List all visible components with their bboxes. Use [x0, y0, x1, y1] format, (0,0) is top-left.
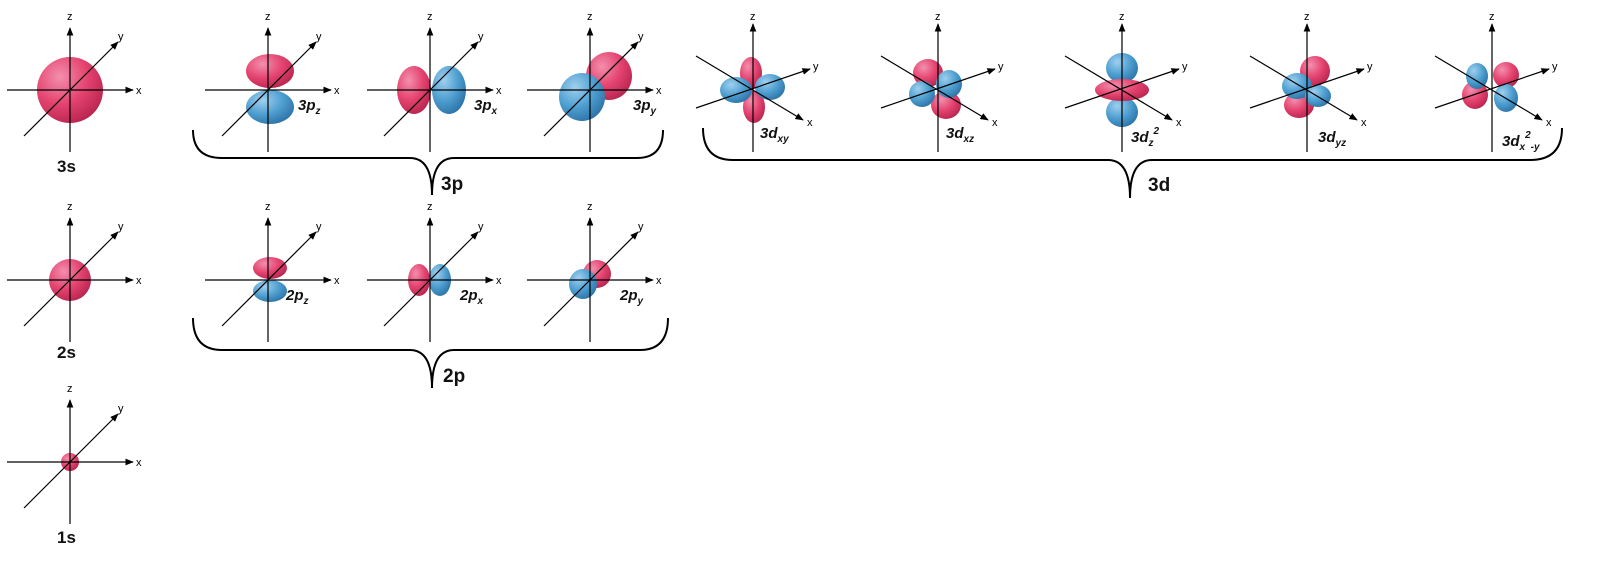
y-axis — [1434, 68, 1550, 109]
y-axis — [23, 231, 119, 327]
x-axis-label: x — [992, 117, 998, 129]
x-axis — [880, 55, 989, 121]
orbital-3pz — [246, 54, 294, 124]
y-axis — [23, 41, 119, 137]
brace-3d — [702, 127, 1563, 199]
z-axis-label: z — [587, 11, 593, 23]
y-axis-label: y — [316, 31, 322, 43]
group-label-2p: 2p — [443, 366, 465, 387]
label-3py: 3py — [633, 97, 657, 117]
y-axis — [1064, 68, 1180, 109]
y-axis — [880, 68, 996, 109]
z-axis-label: z — [265, 201, 271, 213]
group-label-3p: 3p — [441, 174, 463, 195]
z-axis-label: z — [1489, 11, 1495, 23]
x-axis-label: x — [334, 85, 340, 97]
x-axis — [1434, 55, 1543, 121]
z-axis-label: z — [1119, 11, 1125, 23]
x-axis-label: x — [656, 275, 662, 287]
y-axis-label: y — [1182, 61, 1188, 73]
z-axis-label: z — [265, 11, 271, 23]
group-labels: 3p 2p 3d — [441, 174, 1170, 387]
y-axis-label: y — [478, 31, 484, 43]
z-axis-label: z — [1304, 11, 1310, 23]
orbital-3dxy — [720, 57, 785, 123]
x-axis-label: x — [496, 85, 502, 97]
y-axis-label: y — [118, 221, 124, 233]
y-axis — [383, 41, 479, 137]
y-axis-label: y — [813, 61, 819, 73]
braces — [192, 127, 1563, 389]
orbital-2pz — [253, 257, 287, 302]
y-axis-label: y — [1552, 61, 1558, 73]
orbital-shape — [246, 54, 294, 124]
x-axis — [695, 55, 804, 121]
y-axis-label: y — [478, 221, 484, 233]
label-2px: 2px — [459, 287, 484, 307]
y-axis — [23, 413, 119, 509]
y-axis-label: y — [638, 221, 644, 233]
label-3dxy: 3dxy — [760, 125, 789, 145]
x-axis-label: x — [136, 275, 142, 287]
y-axis — [1249, 68, 1365, 109]
y-axis-label: y — [118, 31, 124, 43]
brace-2p — [192, 317, 669, 389]
x-axis-label: x — [807, 117, 813, 129]
y-axis-label: y — [118, 403, 124, 415]
label-3pz: 3pz — [298, 97, 321, 117]
orbital-shape — [1462, 62, 1519, 112]
x-axis-label: x — [1176, 117, 1182, 129]
z-axis-label: z — [587, 201, 593, 213]
x-axis-label: x — [136, 85, 142, 97]
y-axis-label: y — [1367, 61, 1373, 73]
x-axis-label: x — [1361, 117, 1367, 129]
orbital-labels: 3s 2s 1s 3pz 3px 3py 2pz 2px 2py 3dxy 3d… — [57, 97, 1540, 547]
z-axis-label: z — [67, 383, 73, 395]
z-axis-label: z — [67, 11, 73, 23]
x-axis-label: x — [334, 275, 340, 287]
y-axis-label: y — [998, 61, 1004, 73]
axes-layer: z x y z x y z x y z x y z x y z x y z x y z x y z x y z y x z y x z y x z y x z… — [7, 11, 1558, 524]
label-3dx2-y2: 3dx2-y — [1502, 130, 1540, 153]
y-axis-label: y — [316, 221, 322, 233]
z-axis-label: z — [67, 201, 73, 213]
x-axis-label: x — [656, 85, 662, 97]
z-axis-label: z — [935, 11, 941, 23]
orbital-3dx2-y2 — [1462, 62, 1519, 112]
label-3dz2: 3dz2 — [1131, 126, 1160, 149]
brace-3p — [192, 129, 664, 196]
x-axis-label: x — [136, 457, 142, 469]
y-axis — [543, 41, 639, 137]
z-axis-label: z — [750, 11, 756, 23]
label-1s: 1s — [57, 528, 76, 547]
label-3px: 3px — [474, 97, 498, 117]
z-axis-label: z — [427, 11, 433, 23]
label-2py: 2py — [619, 287, 644, 307]
label-2s: 2s — [57, 343, 76, 362]
x-axis-label: x — [496, 275, 502, 287]
orbital-shape — [253, 257, 287, 302]
label-3dyz: 3dyz — [1318, 129, 1346, 149]
label-3dxz: 3dxz — [946, 125, 974, 145]
y-axis — [383, 231, 479, 327]
y-axis — [221, 41, 317, 137]
group-label-3d: 3d — [1148, 175, 1170, 196]
y-axis — [543, 231, 639, 327]
y-axis-label: y — [638, 31, 644, 43]
label-3s: 3s — [57, 157, 76, 176]
z-axis-label: z — [427, 201, 433, 213]
orbital-shape — [720, 57, 785, 123]
y-axis — [221, 231, 317, 327]
x-axis-label: x — [1546, 117, 1552, 129]
label-2pz: 2pz — [285, 287, 309, 307]
x-axis — [1249, 55, 1358, 121]
y-axis — [695, 68, 811, 109]
x-axis — [1064, 55, 1173, 121]
